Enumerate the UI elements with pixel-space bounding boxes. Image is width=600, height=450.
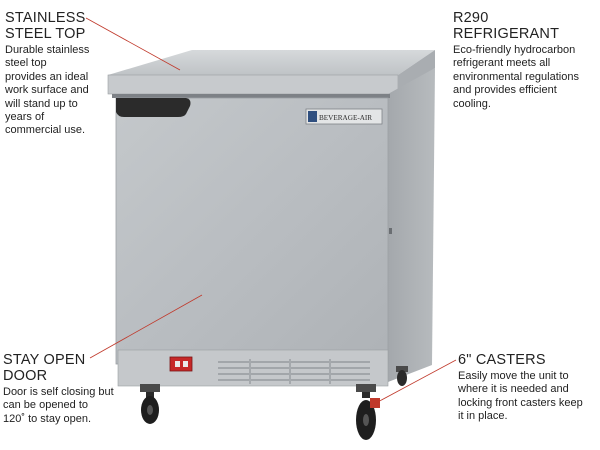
leader-line-top xyxy=(85,17,181,71)
callout-body: Durable stainless steel top provides an … xyxy=(5,44,90,137)
caster-rear-right xyxy=(396,366,408,386)
callout-stay-open-door: STAY OPEN DOOR Door is self closing but … xyxy=(3,352,133,426)
vent-dividers xyxy=(249,359,331,384)
door-panel[interactable] xyxy=(115,97,389,365)
callout-title: 6" CASTERS xyxy=(458,352,546,368)
caster-lock-lever xyxy=(370,398,380,408)
callout-refrigerant: R290 REFRIGERANT Eco-friendly hydrocarbo… xyxy=(453,10,598,111)
callout-title: STAY OPEN DOOR xyxy=(3,352,86,384)
callout-body: Eco-friendly hydrocarbon refrigerant mee… xyxy=(453,44,579,110)
leader-lines xyxy=(85,17,457,405)
caster-front-right xyxy=(356,384,380,440)
leader-line-casters xyxy=(373,359,457,405)
leader-line-door xyxy=(89,294,203,359)
callout-stainless-top: STAINLESS STEEL TOP Durable stainless st… xyxy=(5,10,125,138)
callout-title: R290 REFRIGERANT xyxy=(453,10,560,42)
stainless-top xyxy=(108,50,435,75)
callout-casters: 6" CASTERS Easily move the unit to where… xyxy=(458,352,598,424)
door-handle[interactable] xyxy=(116,98,191,117)
power-switch[interactable] xyxy=(169,356,193,372)
door-hinge xyxy=(389,228,392,234)
top-side-edge xyxy=(398,50,435,94)
caster-front-left xyxy=(140,384,160,424)
callout-body: Door is self closing but can be opened t… xyxy=(3,386,114,425)
vent-grille xyxy=(218,361,370,381)
callout-title: STAINLESS STEEL TOP xyxy=(5,10,86,42)
brand-badge xyxy=(305,108,383,125)
cabinet-side xyxy=(388,68,435,382)
brand-badge-text: BEVERAGE-AIR xyxy=(319,114,372,122)
power-switch-rocker xyxy=(175,361,180,367)
door-gap xyxy=(112,94,390,98)
top-front-edge xyxy=(107,74,399,95)
brand-badge-mark xyxy=(308,111,317,122)
power-switch-rocker xyxy=(183,361,188,367)
callout-body: Easily move the unit to where it is need… xyxy=(458,370,583,423)
